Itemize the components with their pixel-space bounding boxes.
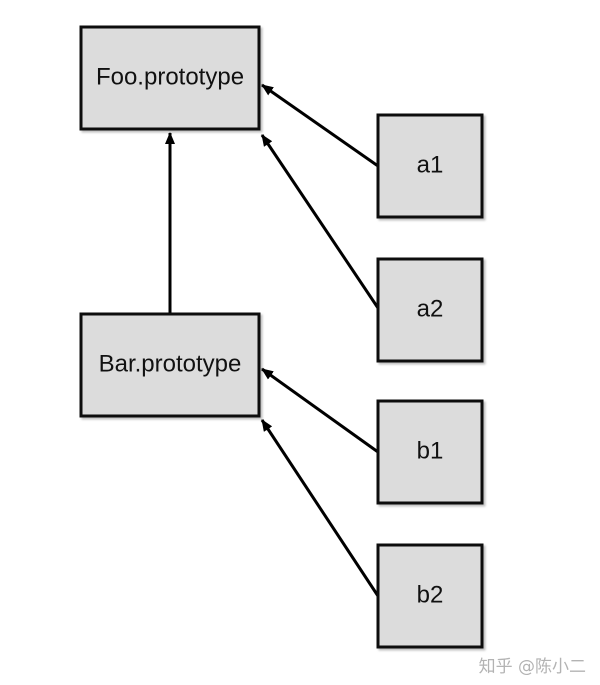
node-bar-prototype-label: Bar.prototype: [99, 350, 242, 377]
node-b1-label: b1: [417, 437, 444, 464]
node-a2: a2: [376, 257, 484, 363]
watermark: 知乎 @陈小二: [478, 657, 586, 677]
edges-group: [165, 83, 380, 597]
node-a1: a1: [376, 113, 484, 219]
edge-a2-to-foo: [260, 134, 380, 309]
node-foo-prototype-label: Foo.prototype: [96, 63, 244, 90]
nodes-group: Foo.prototype Bar.prototype a1 a2 b1 b2: [79, 25, 484, 649]
node-a1-label: a1: [417, 151, 444, 178]
edge-b2-to-bar: [260, 419, 380, 597]
node-b1: b1: [376, 399, 484, 505]
node-b2-label: b2: [417, 581, 444, 608]
node-b2: b2: [376, 543, 484, 649]
node-foo-prototype: Foo.prototype: [79, 25, 261, 131]
node-bar-prototype: Bar.prototype: [79, 312, 261, 418]
edge-b1-to-bar: [261, 367, 379, 454]
edge-a1-to-foo: [261, 83, 379, 168]
node-a2-label: a2: [417, 295, 444, 322]
